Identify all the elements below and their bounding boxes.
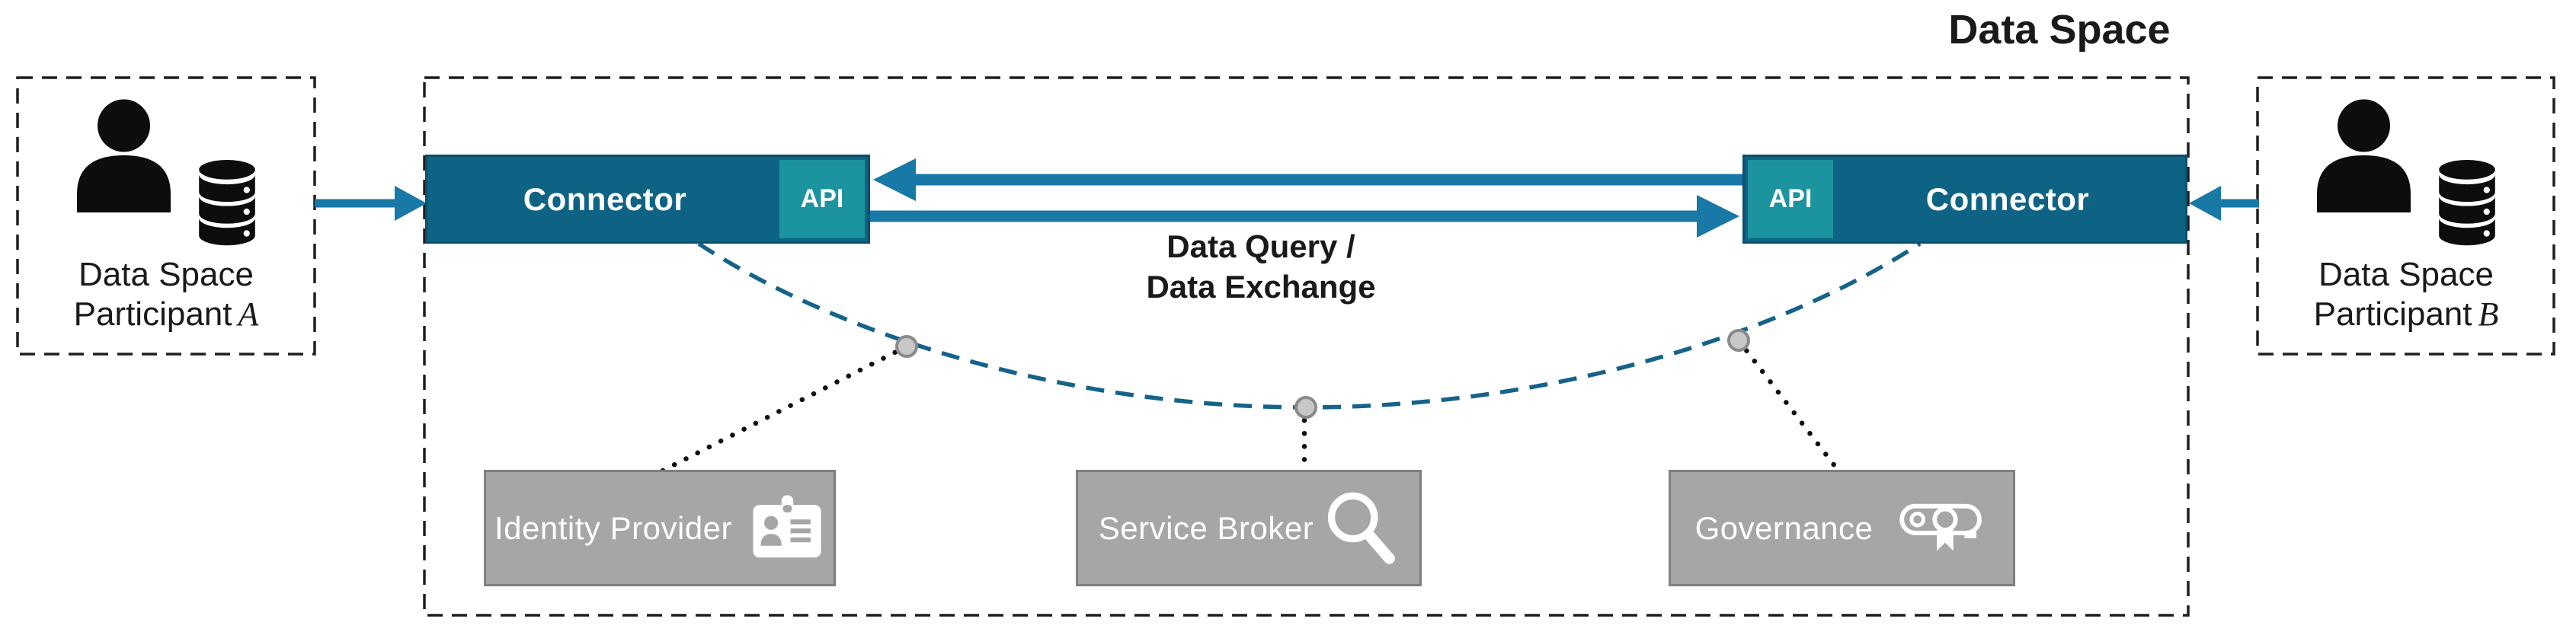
link-governance [1736, 337, 1841, 473]
database-icon [199, 160, 255, 246]
arc-node-right [1727, 329, 1750, 352]
arc-node-left [895, 335, 918, 358]
database-icon [2439, 160, 2495, 246]
exchange-label: Data Query / Data Exchange [1070, 227, 1451, 308]
participant-a-arrow-head [395, 186, 427, 221]
exchange-label-line1: Data Query / [1166, 228, 1355, 264]
link-identity-provider [658, 343, 910, 474]
connector-right-label: Connector [1925, 180, 2090, 217]
connector-left: Connector API [425, 155, 870, 244]
data-space-frame [423, 76, 2190, 617]
arrow-to-left-head [873, 158, 916, 201]
magnifier-icon [1328, 492, 1396, 564]
exchange-label-line2: Data Exchange [1146, 268, 1376, 305]
participant-a-icons [70, 98, 262, 247]
service-broker: Service Broker [1076, 470, 1422, 586]
service-broker-label: Service Broker [1098, 509, 1314, 546]
participant-a-frame [16, 76, 316, 356]
certificate-icon [1899, 503, 1982, 551]
arc-node-center [1294, 396, 1317, 419]
data-space-title: Data Space [1948, 7, 2171, 53]
participant-a-label-line1: Data Space [78, 256, 254, 294]
participant-b-variable: B [2478, 295, 2499, 334]
service-identity-label: Identity Provider [494, 509, 732, 546]
connector-right: Connector API [1742, 155, 2187, 244]
participant-b-icons [2310, 98, 2502, 247]
participant-b-arrow-head [2189, 186, 2221, 221]
service-governance: Governance [1669, 470, 2015, 586]
person-icon [2317, 99, 2411, 213]
participant-b-label-line1: Data Space [2318, 256, 2494, 294]
participant-b-frame [2256, 76, 2555, 356]
service-governance-label: Governance [1694, 509, 1874, 546]
person-icon [77, 99, 171, 213]
connector-left-label: Connector [523, 180, 687, 217]
id-card-icon [753, 494, 821, 557]
arrow-to-right-head [1697, 195, 1739, 238]
connector-left-api: API [779, 160, 865, 238]
service-identity-provider: Identity Provider [484, 470, 836, 586]
participant-a-variable: A [238, 295, 259, 334]
connector-right-api: API [1748, 160, 1833, 238]
